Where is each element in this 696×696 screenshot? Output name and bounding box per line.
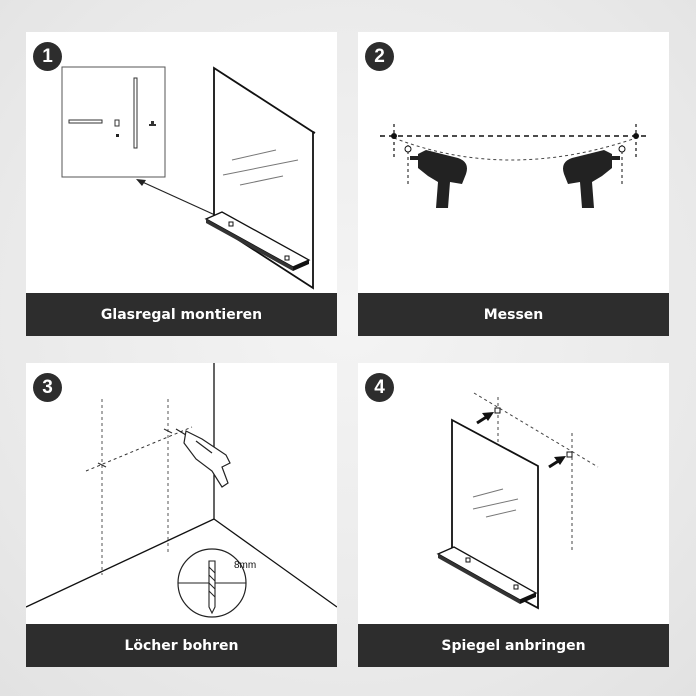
step-3-panel: 8mm 3 Löcher bohren xyxy=(26,363,337,667)
step-3-illustration: 8mm xyxy=(26,363,337,618)
drill-size-label: 8mm xyxy=(234,560,256,571)
step-caption: Messen xyxy=(358,293,669,336)
step-caption: Glasregal montieren xyxy=(26,293,337,336)
drill-icon xyxy=(175,428,231,488)
step-1-panel: 1 Glasregal montieren xyxy=(26,32,337,336)
step-number-badge: 4 xyxy=(365,373,394,402)
step-2-panel: 2 Messen xyxy=(358,32,669,336)
step-number-badge: 1 xyxy=(33,42,62,71)
step-number-badge: 3 xyxy=(33,373,62,402)
step-4-illustration xyxy=(436,392,599,610)
step-caption: Löcher bohren xyxy=(26,624,337,667)
drill-icon xyxy=(410,150,467,208)
step-4-panel: 4 Spiegel anbringen xyxy=(358,363,669,667)
step-caption: Spiegel anbringen xyxy=(358,624,669,667)
step-number-badge: 2 xyxy=(365,42,394,71)
step-1-illustration xyxy=(61,66,316,290)
step-2-illustration xyxy=(380,124,650,208)
drill-icon xyxy=(563,150,620,208)
